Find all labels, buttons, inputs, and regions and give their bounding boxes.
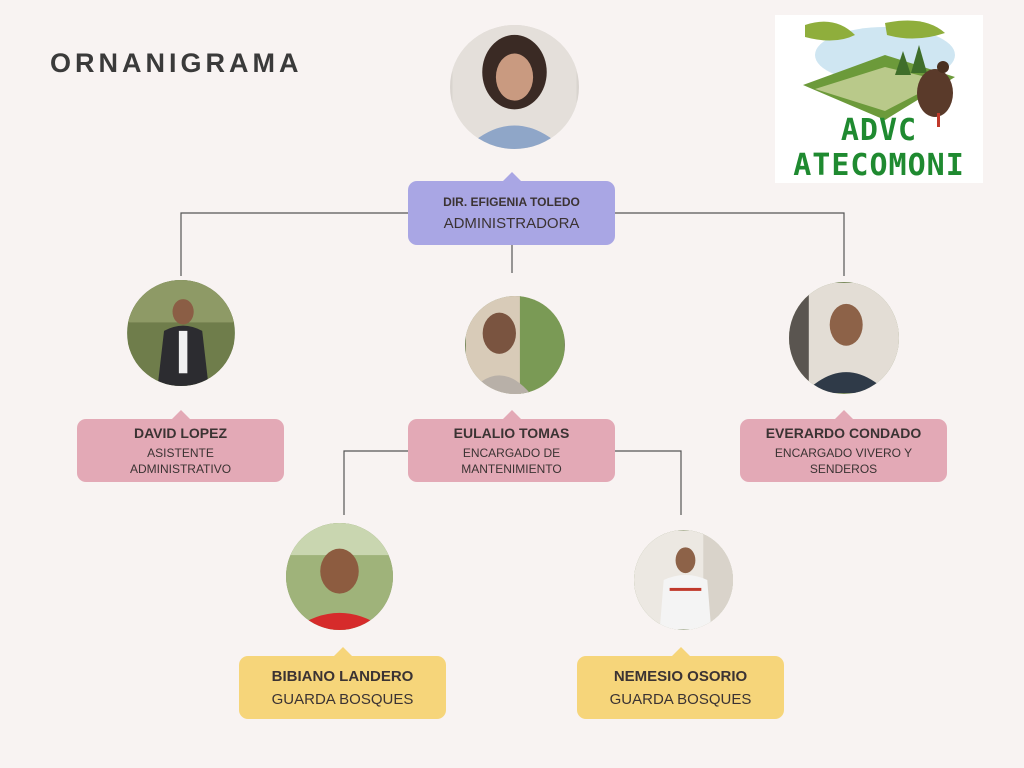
connector-eulalio-bibiano <box>343 450 408 515</box>
everardo-role-line2: SENDEROS <box>809 461 878 476</box>
director-box: DIR. EFIGENIA TOLEDO ADMINISTRADORA <box>408 172 615 245</box>
advc-atecomoni-logo: ADVC ATECOMONI <box>775 15 983 183</box>
david-name: DAVID LOPEZ <box>133 424 228 441</box>
chart-title: ORNANIGRAMA <box>50 48 303 78</box>
eulalio-box: EULALIO TOMAS ENCARGADO DE MANTENIMIENTO <box>408 410 615 482</box>
director-name: DIR. EFIGENIA TOLEDO <box>443 194 580 209</box>
everardo-role-line1: ENCARGADO VIVERO Y <box>774 445 913 460</box>
bibiano-role: GUARDA BOSQUES <box>271 690 414 708</box>
everardo-name: EVERARDO CONDADO <box>765 424 922 441</box>
david-box: DAVID LOPEZ ASISTENTE ADMINISTRATIVO <box>77 410 284 482</box>
everardo-box: EVERARDO CONDADO ENCARGADO VIVERO Y SEND… <box>740 410 947 482</box>
eulalio-photo <box>465 296 565 394</box>
nemesio-box: NEMESIO OSORIO GUARDA BOSQUES <box>577 647 784 719</box>
nemesio-photo <box>634 530 733 630</box>
connector-director-david <box>180 212 408 276</box>
logo-text: ADVC ATECOMONI <box>793 113 965 183</box>
connector-eulalio-nemesio <box>615 450 682 515</box>
everardo-photo <box>789 282 899 394</box>
david-role-line2: ADMINISTRATIVO <box>129 461 232 476</box>
david-role-line1: ASISTENTE <box>147 445 214 460</box>
david-photo <box>127 280 235 386</box>
nemesio-name: NEMESIO OSORIO <box>613 667 748 685</box>
director-role: ADMINISTRADORA <box>443 214 580 232</box>
bibiano-name: BIBIANO LANDERO <box>271 667 414 685</box>
director-photo <box>450 25 579 149</box>
logo-graphic <box>775 15 983 143</box>
eulalio-role-line2: MANTENIMIENTO <box>461 461 562 476</box>
bibiano-box: BIBIANO LANDERO GUARDA BOSQUES <box>239 647 446 719</box>
eulalio-role-line1: ENCARGADO DE <box>462 445 561 460</box>
nemesio-role: GUARDA BOSQUES <box>609 690 752 708</box>
connector-director-everardo <box>615 212 845 276</box>
eulalio-name: EULALIO TOMAS <box>453 424 570 441</box>
bibiano-photo <box>286 523 393 630</box>
